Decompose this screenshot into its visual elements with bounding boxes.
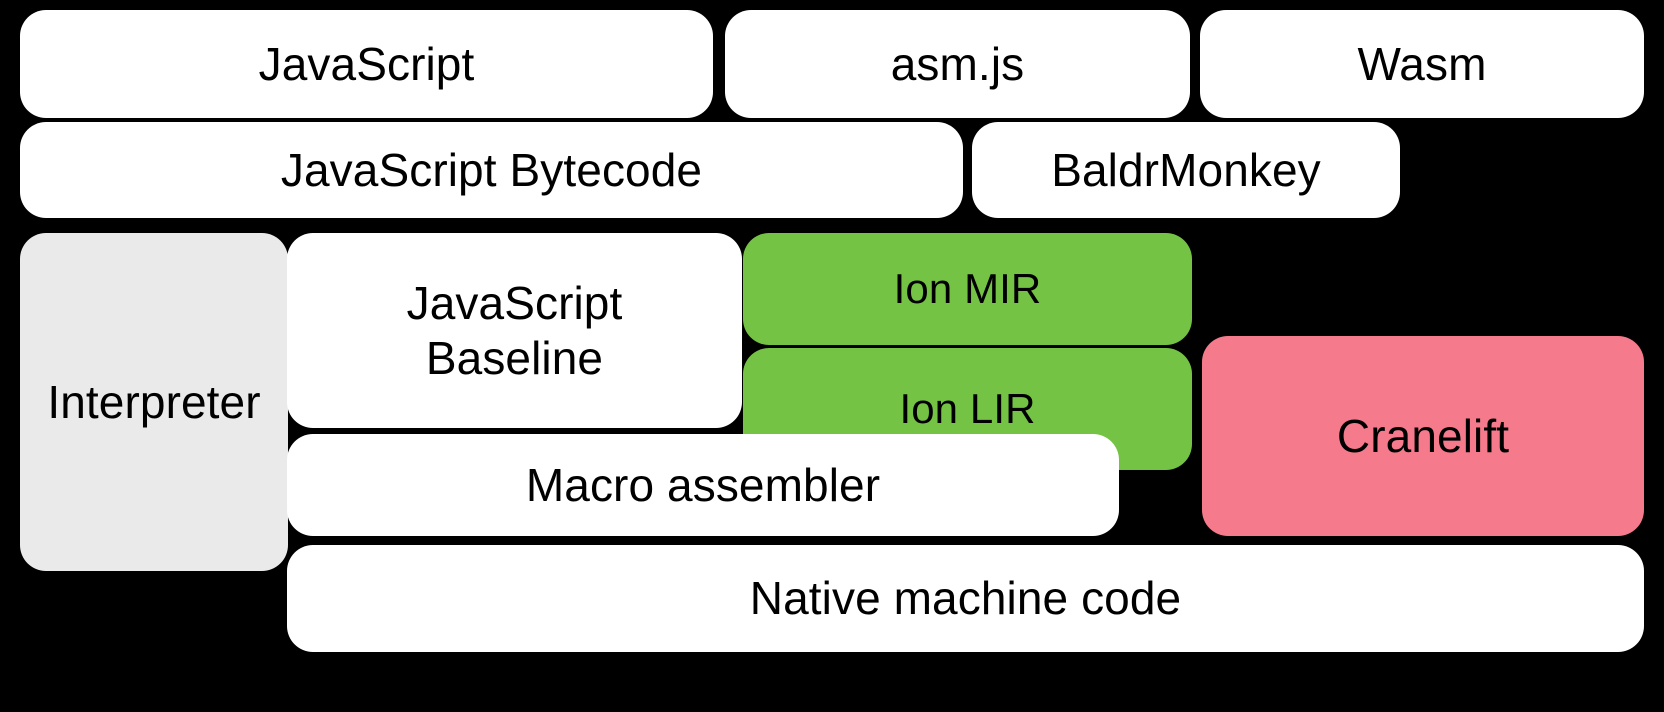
- node-cranelift: Cranelift: [1202, 336, 1644, 536]
- node-label-cranelift: Cranelift: [1336, 409, 1510, 462]
- node-wasm: Wasm: [1200, 10, 1644, 118]
- node-macro-assembler: Macro assembler: [287, 434, 1119, 536]
- node-label-wasm: Wasm: [1357, 37, 1487, 90]
- node-interpreter: Interpreter: [20, 233, 288, 571]
- node-label-ion-lir: Ion LIR: [899, 385, 1036, 433]
- node-label-javascript-bytecode: JavaScript Bytecode: [280, 143, 703, 196]
- node-label-native-machine-code: Native machine code: [749, 572, 1182, 625]
- node-label-ion-mir: Ion MIR: [893, 265, 1042, 313]
- node-asm-js: asm.js: [725, 10, 1190, 118]
- node-javascript: JavaScript: [20, 10, 713, 118]
- node-ion-mir: Ion MIR: [743, 233, 1192, 345]
- node-label-javascript: JavaScript: [258, 37, 475, 90]
- node-label-macro-assembler: Macro assembler: [525, 458, 881, 511]
- node-label-asm-js: asm.js: [890, 37, 1025, 90]
- node-label-interpreter: Interpreter: [47, 375, 261, 428]
- node-baldrmonkey: BaldrMonkey: [972, 122, 1400, 218]
- node-label-baldrmonkey: BaldrMonkey: [1051, 143, 1321, 196]
- node-javascript-baseline: JavaScript Baseline: [287, 233, 742, 428]
- node-native-machine-code: Native machine code: [287, 545, 1644, 652]
- node-javascript-bytecode: JavaScript Bytecode: [20, 122, 963, 218]
- node-label-javascript-baseline: JavaScript Baseline: [406, 277, 623, 384]
